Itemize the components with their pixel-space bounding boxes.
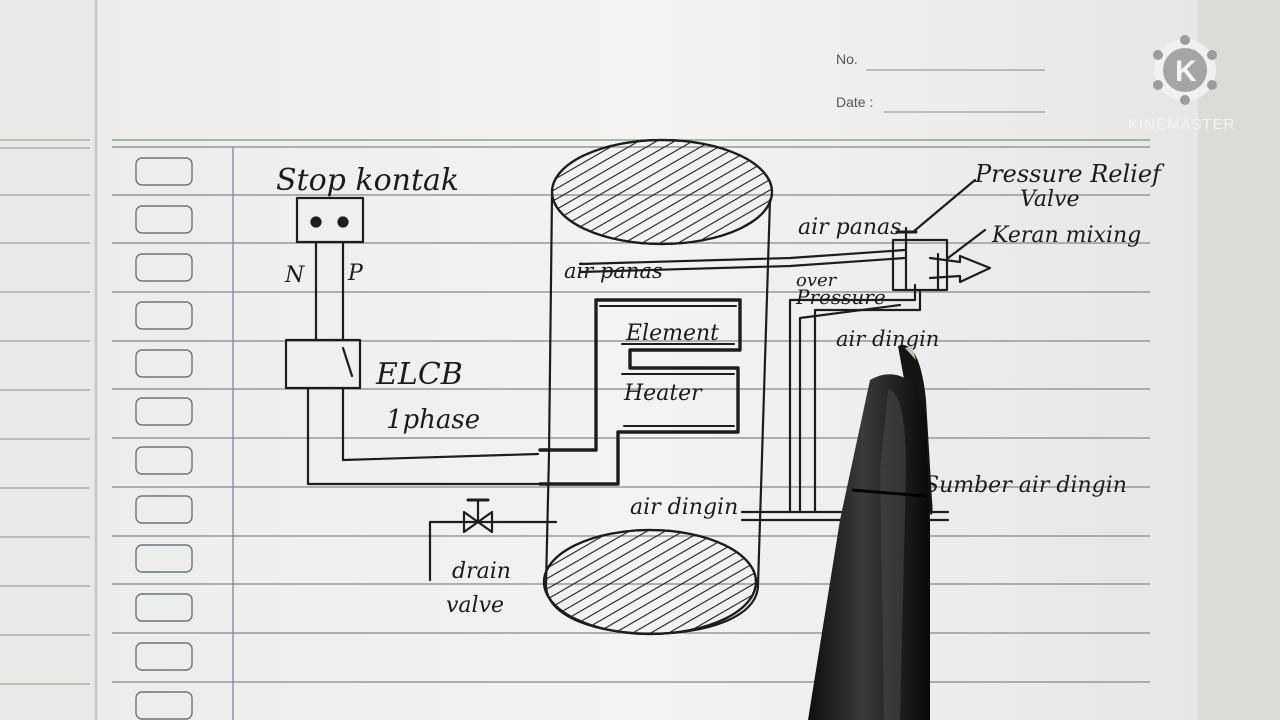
no-label: No. [836, 51, 858, 67]
valve-label: Valve [1020, 187, 1079, 212]
watermark-letter: K [1175, 55, 1198, 88]
valve-block [891, 238, 949, 292]
air-panas-top-label: air panas [798, 215, 901, 240]
n-label: N [284, 263, 305, 288]
pressure-label: Pressure [795, 285, 886, 309]
sumber-air-dingin-label: Sumber air dingin [924, 473, 1127, 498]
k-logo-icon: K [1153, 35, 1217, 105]
switch-icon [284, 338, 362, 390]
pressure-relief-label: Pressure Relief [974, 160, 1165, 188]
air-dingin-bottom-label: air dingin [630, 495, 738, 520]
phase-label: 1phase [386, 405, 480, 435]
left-page-lines [0, 139, 90, 685]
p-label: P [347, 261, 364, 286]
drain-label: drain [452, 559, 511, 584]
valve-bottom-label: valve [446, 593, 504, 618]
water-heater-tank [542, 138, 774, 636]
over-label: over [796, 270, 838, 291]
heater-label: Heater [623, 381, 703, 406]
socket-icon [295, 196, 365, 244]
air-panas-left-label: air panas [564, 259, 663, 283]
stop-kontak-label: Stop kontak [276, 163, 459, 198]
margin-boxes [135, 157, 193, 720]
element-label: Element [625, 321, 719, 346]
right-background [1192, 0, 1280, 720]
pen-icon [808, 344, 933, 720]
left-page [0, 0, 96, 720]
keran-mixing-label: Keran mixing [991, 223, 1141, 248]
date-label: Date : [836, 94, 873, 110]
air-dingin-right-label: air dingin [836, 327, 939, 351]
page-header: No. Date : [836, 51, 1045, 113]
drain-valve-icon [428, 498, 558, 582]
ruled-lines [112, 139, 1150, 683]
heating-element [538, 298, 742, 486]
elcb-label: ELCB [375, 357, 463, 392]
watermark-text: KINEMASTER [1128, 116, 1236, 133]
